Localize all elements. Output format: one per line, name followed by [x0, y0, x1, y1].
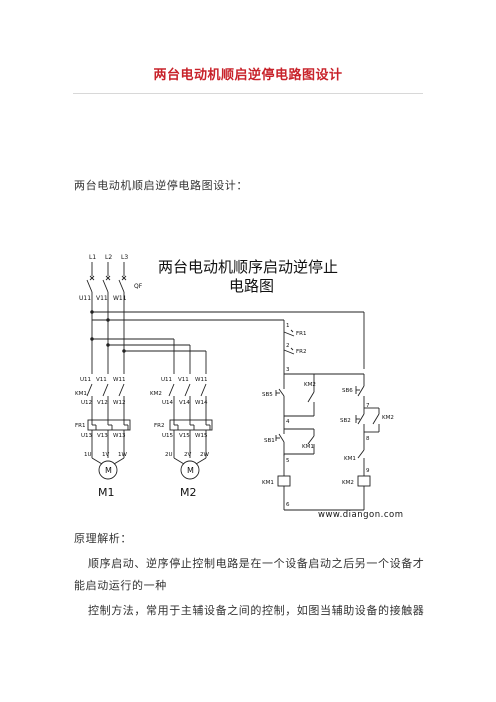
m2-label-u15: U15 — [162, 433, 174, 439]
label-km1-interlock: KM1 — [344, 456, 356, 462]
label-l2: L2 — [105, 254, 112, 261]
label-sb1: SB1 — [264, 438, 275, 444]
fr1-heater: FR1 — [75, 419, 131, 431]
m2-label-w11: W11 — [195, 377, 207, 383]
motor-m1-symbol: M — [105, 466, 112, 475]
label-sb2: SB2 — [340, 418, 351, 424]
m1-label-u12: U12 — [81, 400, 92, 406]
km2-main-contacts — [168, 383, 207, 420]
km1-main-contacts — [86, 383, 125, 420]
label-l3: L3 — [121, 254, 128, 261]
m2-label-2w: 2W — [200, 452, 209, 458]
circuit-diagram: 两台电动机顺序启动逆停止 电路图 L1 L2 L3 QF U11 V11 W11… — [74, 244, 426, 526]
node-3: 3 — [286, 367, 290, 373]
label-l1: L1 — [89, 254, 96, 261]
label-qf: QF — [134, 283, 143, 290]
node-1: 1 — [286, 323, 290, 329]
m2-label-v14: V14 — [179, 400, 190, 406]
intro-text: 两台电动机顺启逆停电路图设计： — [74, 179, 248, 192]
label-km1-coil: KM1 — [262, 480, 274, 486]
analysis-paragraph-1: 顺序启动、逆序停止控制电路是在一个设备启动之后另一个设备才能启动运行的一种 — [74, 557, 425, 592]
m2-label-v15: V15 — [179, 433, 190, 439]
diagram-title-line1: 两台电动机顺序启动逆停止 — [158, 258, 338, 276]
m2-label-w15: W15 — [195, 433, 208, 439]
label-km1-aux: KM1 — [302, 444, 314, 450]
label-fr2-contact: FR2 — [296, 349, 306, 355]
node-7: 7 — [366, 403, 370, 409]
label-fr2-main: FR2 — [154, 423, 164, 429]
label-v11: V11 — [96, 295, 108, 302]
motor-m2-symbol: M — [187, 466, 194, 475]
node-5: 5 — [286, 458, 290, 464]
page-title: 两台电动机顺启逆停电路图设计 — [153, 68, 343, 83]
label-km2-hold: KM2 — [382, 415, 394, 421]
control-circuit: 1 FR1 2 FR2 3 SB5 KM2 4 SB1 KM1 5 — [262, 311, 394, 511]
m1-label-u13: U13 — [81, 433, 93, 439]
m1-label-km1: KM1 — [75, 391, 87, 397]
motor-m2 — [180, 460, 200, 480]
node-9: 9 — [366, 468, 370, 474]
m1-label-v11: V11 — [96, 377, 107, 383]
title-divider — [73, 93, 423, 94]
m1-label-1u: 1U — [84, 452, 92, 458]
m1-label-v13: V13 — [97, 433, 108, 439]
node-4: 4 — [286, 419, 290, 425]
label-sb6: SB6 — [342, 388, 353, 394]
analysis-heading: 原理解析： — [74, 532, 132, 545]
node-8: 8 — [366, 436, 370, 442]
label-fr1-main: FR1 — [75, 423, 85, 429]
m1-label-1v: 1V — [102, 452, 109, 458]
label-m1: M1 — [98, 486, 115, 499]
m2-label-2v: 2V — [184, 452, 191, 458]
label-fr1-contact: FR1 — [296, 331, 306, 337]
node-6: 6 — [286, 502, 290, 508]
label-w11: W11 — [113, 295, 127, 302]
label-u11: U11 — [79, 295, 91, 302]
m2-label-u14: U14 — [162, 400, 174, 406]
label-km2-aux: KM2 — [304, 382, 316, 388]
m2-label-u11: U11 — [161, 377, 172, 383]
label-sb5: SB5 — [262, 392, 273, 398]
diagram-title-line2: 电路图 — [229, 277, 274, 295]
node-2: 2 — [286, 343, 290, 349]
m1-label-w11: W11 — [113, 377, 125, 383]
m1-label-u11: U11 — [80, 377, 91, 383]
m1-label-1w: 1W — [118, 452, 127, 458]
watermark: www.diangon.com — [318, 510, 403, 520]
label-m2: M2 — [180, 486, 197, 499]
m2-label-km2: KM2 — [150, 391, 162, 397]
m1-label-w13: W13 — [113, 433, 126, 439]
motor-m1 — [98, 460, 118, 480]
m2-label-2u: 2U — [165, 452, 173, 458]
analysis-paragraph-2: 控制方法，常用于主辅设备之间的控制，如图当辅助设备的接触器 — [88, 604, 425, 617]
main-breaker — [86, 262, 127, 374]
m1-label-v12: V12 — [97, 400, 108, 406]
m1-label-w12: W12 — [113, 400, 125, 406]
m2-label-w14: W14 — [195, 400, 208, 406]
fr2-heater: FR2 — [154, 419, 213, 431]
m2-label-v11: V11 — [178, 377, 189, 383]
label-km2-coil: KM2 — [342, 480, 354, 486]
